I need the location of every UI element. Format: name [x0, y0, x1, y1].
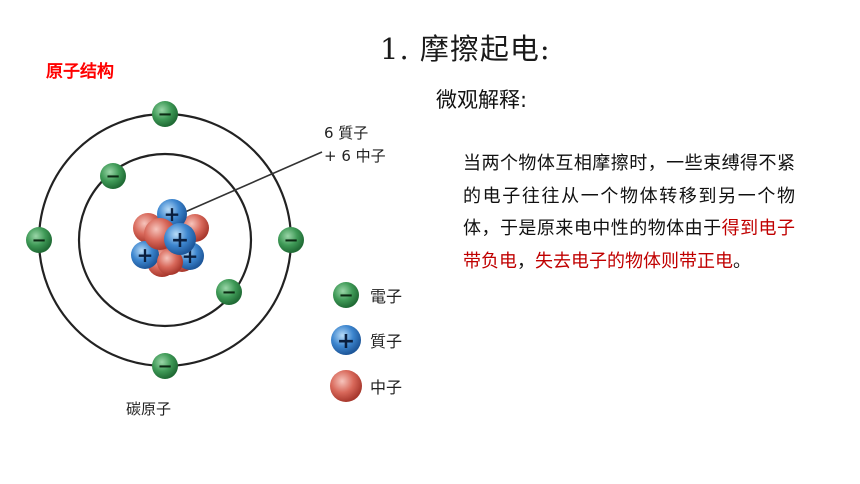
explanation-period: 。	[733, 250, 751, 272]
legend: − 電子 + 質子 中子	[330, 282, 402, 402]
inner-orbit	[77, 152, 253, 328]
neutron-icon	[157, 249, 183, 275]
svg-text:−: −	[31, 230, 46, 251]
electron-icon: −	[278, 227, 304, 253]
callout-neutrons: + 6 中子	[324, 147, 386, 165]
svg-text:−: −	[157, 104, 172, 125]
explanation-comma: ，	[517, 250, 535, 272]
svg-text:−: −	[157, 356, 172, 377]
svg-text:+: +	[171, 228, 189, 253]
callout-protons: 6 質子	[324, 124, 368, 142]
explanation-text: 当两个物体互相摩擦时，一些束缚得不紧的电子往往从一个物体转移到另一个物体，于是原…	[463, 153, 795, 239]
svg-text:−: −	[283, 230, 298, 251]
svg-text:+: +	[164, 202, 181, 226]
callout-line	[184, 151, 323, 213]
atom-caption: 碳原子	[126, 400, 171, 418]
highlight-lose-electrons: 失去电子的物体则带正电	[535, 250, 733, 272]
slide-title: 1. 摩擦起电:	[380, 32, 551, 66]
proton-icon: +	[131, 241, 159, 269]
nucleus: + + + +	[131, 199, 209, 277]
legend-proton-label: 質子	[370, 332, 402, 351]
svg-text:−: −	[221, 282, 236, 303]
explanation-paragraph: 当两个物体互相摩擦时，一些束缚得不紧的电子往往从一个物体转移到另一个物体，于是原…	[463, 148, 795, 278]
section-label: 原子结构	[46, 62, 114, 82]
proton-icon: +	[164, 223, 196, 255]
svg-text:−: −	[105, 166, 120, 187]
legend-neutron-label: 中子	[370, 378, 402, 397]
electron-icon: −	[216, 279, 242, 305]
legend-electron-label: 電子	[370, 287, 402, 306]
legend-proton-icon: +	[331, 325, 361, 355]
subheading: 微观解释:	[436, 88, 528, 112]
legend-electron-icon: −	[333, 282, 359, 308]
svg-text:+: +	[337, 329, 355, 354]
svg-text:−: −	[338, 285, 353, 306]
legend-neutron-icon	[330, 370, 362, 402]
electron-icon: −	[26, 227, 52, 253]
svg-text:+: +	[137, 243, 154, 267]
electron-icon: −	[152, 353, 178, 379]
electron-icon: −	[100, 163, 126, 189]
electron-icon: −	[152, 101, 178, 127]
highlight-gain-electrons: 得到电子带负电	[463, 218, 796, 272]
